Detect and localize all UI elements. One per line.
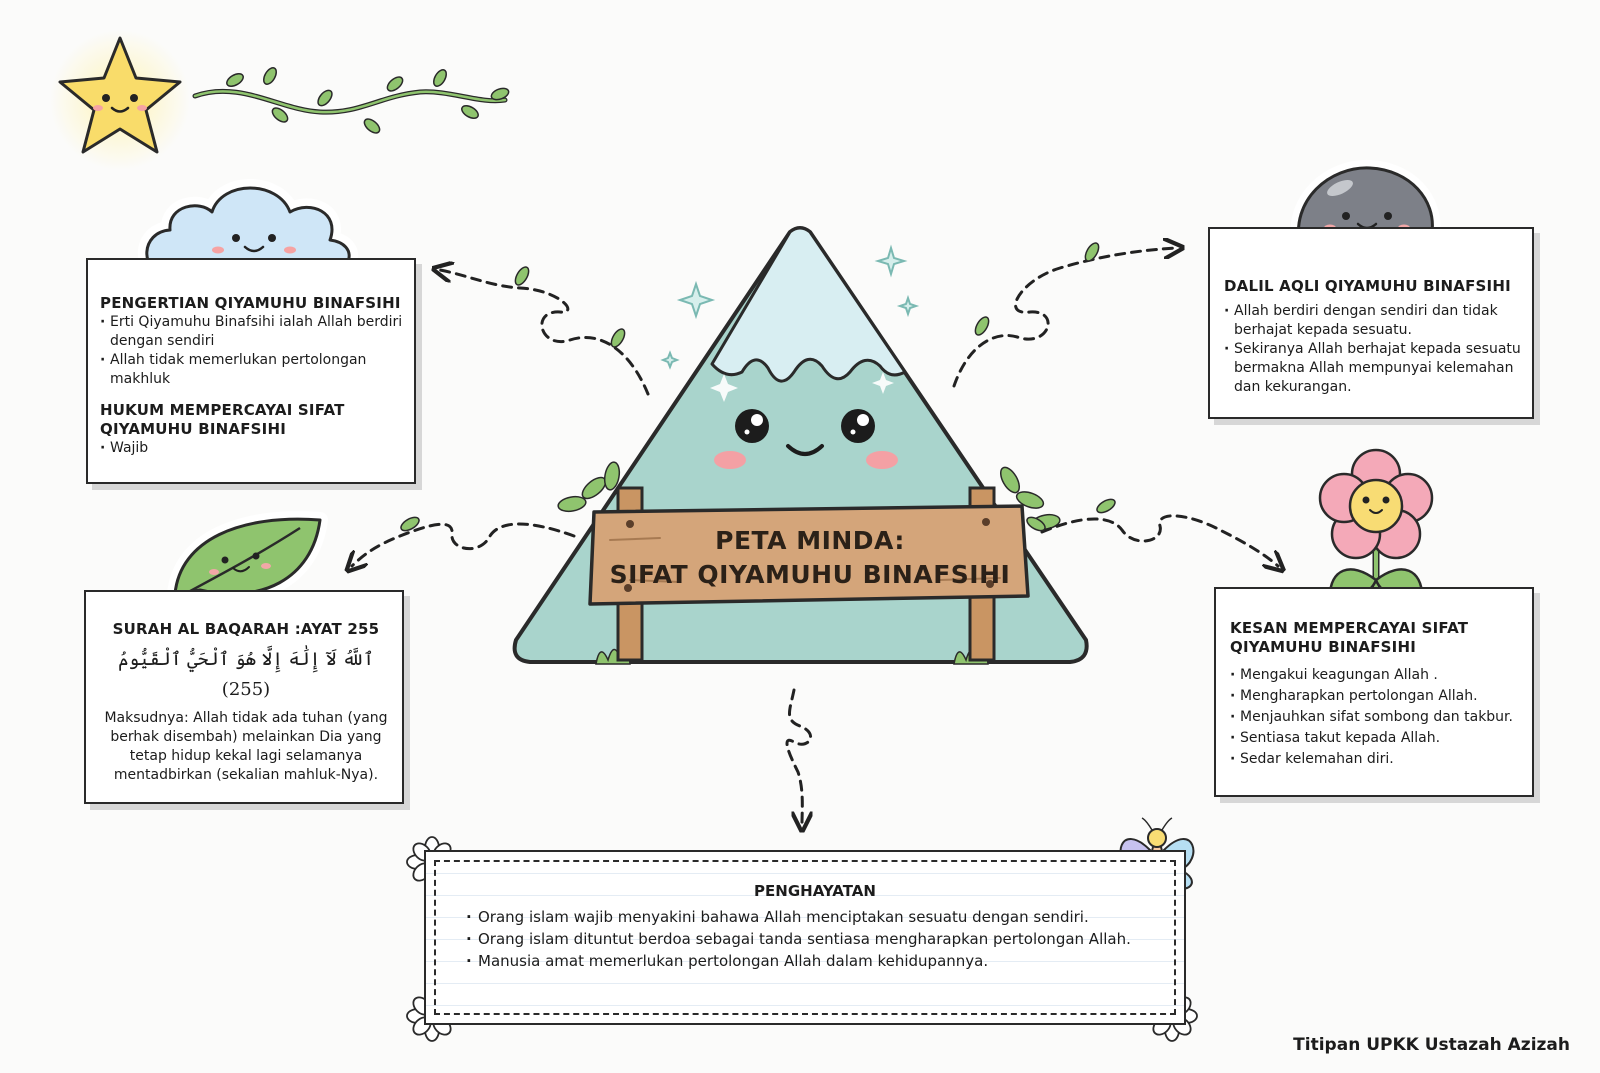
list-item: Allah berdiri dengan sendiri dan tidak b… bbox=[1224, 302, 1522, 340]
list-item: Wajib bbox=[100, 439, 404, 458]
penghayatan-heading: PENGHAYATAN bbox=[754, 882, 876, 900]
list-item: Sedar kelemahan diri. bbox=[1230, 749, 1522, 770]
flower-icon bbox=[1318, 448, 1434, 600]
connector-pengertian bbox=[440, 270, 650, 396]
star-icon bbox=[50, 30, 190, 170]
wooden-sign bbox=[557, 461, 1061, 662]
verse-meaning: Maksudnya: Allah tidak ada tuhan (yang b… bbox=[104, 710, 388, 783]
connector-surah bbox=[352, 522, 576, 566]
pengertian-list: Erti Qiyamuhu Binafsihi ialah Allah berd… bbox=[100, 313, 404, 389]
list-item: Sentiasa takut kepada Allah. bbox=[1230, 728, 1522, 749]
hukum-list: Wajib bbox=[100, 439, 404, 458]
kesan-heading: KESAN MEMPERCAYAI SIFAT QIYAMUHU BINAFSI… bbox=[1230, 619, 1469, 656]
connector-dalil bbox=[952, 248, 1176, 388]
dalil-box: DALIL AQLI QIYAMUHU BINAFSIHI Allah berd… bbox=[1208, 227, 1534, 419]
dalil-list: Allah berdiri dengan sendiri dan tidak b… bbox=[1224, 302, 1522, 397]
kesan-box: KESAN MEMPERCAYAI SIFAT QIYAMUHU BINAFSI… bbox=[1214, 587, 1534, 797]
list-item: Erti Qiyamuhu Binafsihi ialah Allah berd… bbox=[100, 313, 404, 351]
list-item: Orang islam dituntut berdoa sebagai tand… bbox=[466, 928, 1164, 950]
cloud-icon bbox=[137, 179, 358, 283]
leaf-icon bbox=[167, 511, 328, 604]
list-item: Orang islam wajib menyakini bahawa Allah… bbox=[466, 906, 1164, 928]
vine-icon bbox=[192, 67, 510, 134]
surah-box: SURAH AL BAQARAH :AYAT 255 ٱللَّهُ لَآ إ… bbox=[84, 590, 404, 804]
kesan-list: Mengakui keagungan Allah . Mengharapkan … bbox=[1230, 665, 1522, 770]
dalil-heading: DALIL AQLI QIYAMUHU BINAFSIHI bbox=[1224, 277, 1511, 295]
page-title: PETA MINDA: SIFAT QIYAMUHU BINAFSIHI bbox=[590, 508, 1030, 608]
pengertian-heading: PENGERTIAN QIYAMUHU BINAFSIHI bbox=[100, 294, 401, 312]
connector-penghayatan bbox=[785, 688, 811, 824]
list-item: Menjauhkan sifat sombong dan takbur. bbox=[1230, 707, 1522, 728]
surah-heading: SURAH AL BAQARAH :AYAT 255 bbox=[112, 620, 380, 638]
connector-kesan bbox=[1040, 514, 1278, 566]
arabic-verse: ٱللَّهُ لَآ إِلَٰهَ إِلَّا هُوَ ٱلْحَيُّ… bbox=[118, 649, 374, 700]
list-item: Mengakui keagungan Allah . bbox=[1230, 665, 1522, 686]
credit-text: Titipan UPKK Ustazah Azizah bbox=[1293, 1035, 1570, 1055]
hukum-heading: HUKUM MEMPERCAYAI SIFAT QIYAMUHU BINAFSI… bbox=[100, 401, 345, 438]
title-line-1: PETA MINDA: bbox=[715, 526, 905, 555]
list-item: Sekiranya Allah berhajat kepada sesuatu … bbox=[1224, 340, 1522, 397]
pengertian-box: PENGERTIAN QIYAMUHU BINAFSIHI Erti Qiyam… bbox=[86, 258, 416, 484]
title-line-2: SIFAT QIYAMUHU BINAFSIHI bbox=[609, 560, 1011, 589]
penghayatan-box: PENGHAYATAN Orang islam wajib menyakini … bbox=[424, 850, 1186, 1025]
list-item: Allah tidak memerlukan pertolongan makhl… bbox=[100, 351, 404, 389]
penghayatan-list: Orang islam wajib menyakini bahawa Allah… bbox=[466, 906, 1164, 972]
list-item: Mengharapkan pertolongan Allah. bbox=[1230, 686, 1522, 707]
list-item: Manusia amat memerlukan pertolongan Alla… bbox=[466, 950, 1164, 972]
